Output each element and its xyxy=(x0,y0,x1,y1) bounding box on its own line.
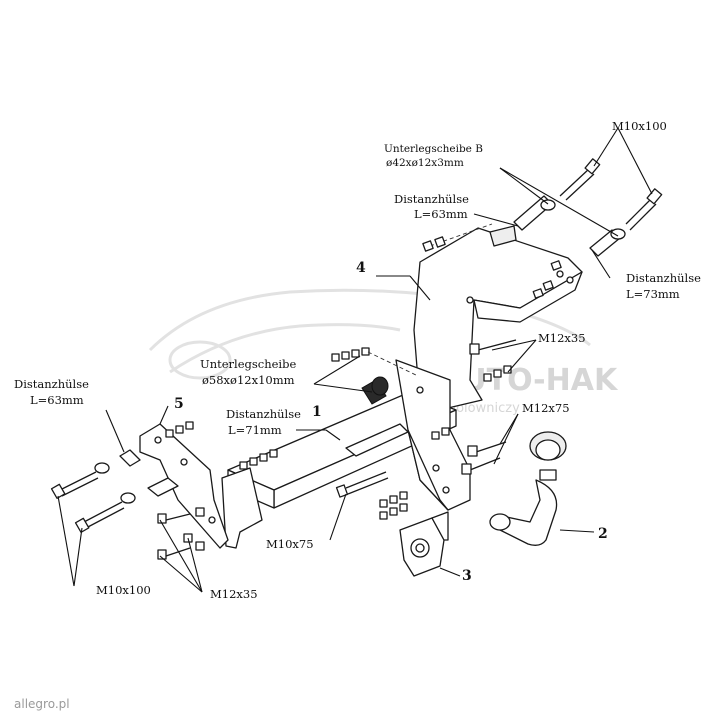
right-bolts xyxy=(431,339,517,475)
label-unterlegscheibe-b-dim: ø42xø12x3mm xyxy=(386,157,464,169)
label-distanzhulse-center-len: L=71mm xyxy=(228,423,282,437)
label-distanzhulse-right: Distanzhülse xyxy=(626,271,701,285)
bracket-part-4 xyxy=(413,225,583,409)
label-distanzhulse-top: Distanzhülse xyxy=(394,192,469,206)
part-numbers: 4 5 1 2 3 xyxy=(174,260,608,584)
left-hardware xyxy=(50,421,205,560)
labels: Unterlegscheibe B ø42xø12x3mm M10x100 Di… xyxy=(14,119,701,601)
m10x75-bolt xyxy=(335,471,408,520)
socket-plate-part-3 xyxy=(399,511,449,577)
part-number-1: 1 xyxy=(312,404,322,420)
label-m10x75: M10x75 xyxy=(266,537,314,551)
mid-washer-spacer xyxy=(331,347,419,405)
label-m12x75: M12x75 xyxy=(522,401,570,415)
label-m10x100-bottom: M10x100 xyxy=(96,583,151,597)
side-plate-part-5 xyxy=(139,423,229,549)
label-m12x35-right: M12x35 xyxy=(538,331,586,345)
tow-ball-part-2 xyxy=(489,431,567,546)
label-m10x100-top: M10x100 xyxy=(612,119,667,133)
part-number-5: 5 xyxy=(174,396,184,412)
part-number-4: 4 xyxy=(356,260,366,276)
label-distanzhulse-left-len: L=63mm xyxy=(30,393,84,407)
part-number-2: 2 xyxy=(598,526,608,542)
bracket-top-bolts xyxy=(422,158,663,299)
label-distanzhulse-right-len: L=73mm xyxy=(626,287,680,301)
label-unterlegscheibe-b: Unterlegscheibe B xyxy=(384,143,483,155)
source-caption: allegro.pl xyxy=(14,697,70,711)
center-left-nuts xyxy=(239,449,278,470)
label-unterlegscheibe-mid: Unterlegscheibe xyxy=(200,357,296,371)
leader-lines xyxy=(57,127,653,593)
part-number-3: 3 xyxy=(462,568,472,584)
label-unterlegscheibe-mid-dim: ø58xø12x10mm xyxy=(202,373,295,387)
label-distanzhulse-top-len: L=63mm xyxy=(414,207,468,221)
label-distanzhulse-center: Distanzhülse xyxy=(226,407,301,421)
label-m12x35-bottom: M12x35 xyxy=(210,587,258,601)
label-distanzhulse-left: Distanzhülse xyxy=(14,377,89,391)
